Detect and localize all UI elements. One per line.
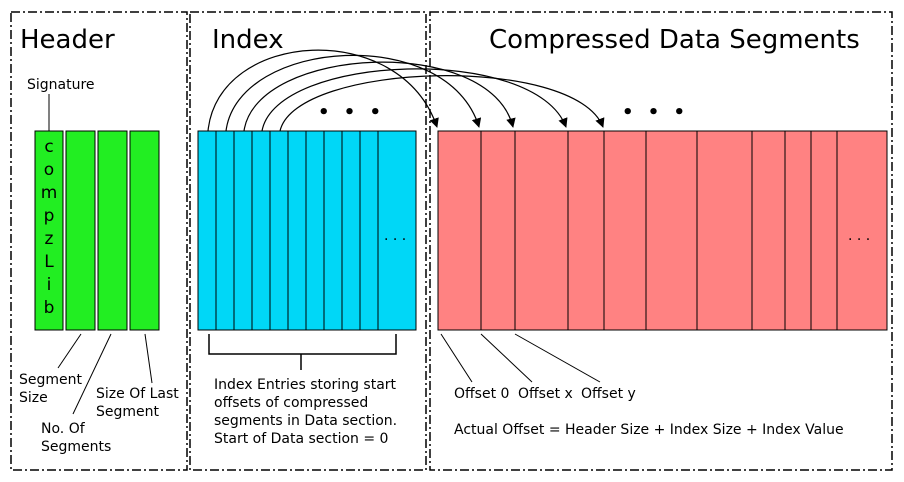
- index-entry-dividers: [215, 131, 379, 330]
- offset-0-label: Offset 0: [454, 386, 509, 402]
- size-of-last-segment-field: [129, 130, 160, 331]
- signature-letter: z: [45, 229, 54, 249]
- actual-offset-formula: Actual Offset = Header Size + Index Size…: [454, 422, 844, 438]
- index-section-title: Index: [212, 25, 284, 55]
- data-segment-dividers: [480, 131, 838, 330]
- index-top-ellipsis: • • •: [318, 102, 385, 123]
- size-of-last-segment-label-line2: Segment: [96, 404, 160, 420]
- offset-x-leader-line: [480, 333, 533, 383]
- signature-letter: b: [44, 298, 55, 318]
- size-of-last-segment-leader-line: [144, 333, 153, 384]
- pointer-arrow-2: [225, 54, 482, 132]
- data-section-frame: [429, 11, 893, 471]
- index-description-line2: offsets of compressed: [214, 395, 368, 411]
- header-section-frame: [10, 11, 188, 471]
- data-section-title: Compressed Data Segments: [489, 25, 860, 55]
- index-section-frame: [189, 11, 427, 471]
- signature-field: [34, 130, 64, 331]
- segment-size-label-line2: Size: [19, 390, 48, 406]
- data-block: [437, 130, 888, 331]
- data-inner-ellipsis: . . .: [848, 228, 870, 244]
- offset-y-leader-line: [514, 333, 601, 383]
- segment-size-field: [65, 130, 96, 331]
- offset-x-label: Offset x: [518, 386, 573, 402]
- no-of-segments-leader-line: [72, 333, 112, 415]
- pointer-arrow-5: [279, 75, 605, 132]
- no-of-segments-field: [97, 130, 128, 331]
- pointer-arrow-4: [261, 68, 568, 132]
- segment-size-label-line1: Segment: [19, 372, 83, 388]
- offset-0-leader-line: [440, 333, 473, 383]
- size-of-last-segment-label-line1: Size Of Last: [96, 386, 179, 402]
- pointer-arrow-3: [243, 61, 516, 132]
- signature-letter: c: [44, 137, 53, 157]
- no-of-segments-label-line2: Segments: [41, 439, 111, 455]
- data-top-ellipsis: • • •: [622, 102, 689, 123]
- header-section-title: Header: [20, 25, 115, 55]
- signature-letter: o: [44, 160, 54, 180]
- signature-letter: p: [44, 206, 55, 226]
- signature-letter: i: [47, 275, 52, 295]
- index-inner-ellipsis: . . .: [384, 228, 406, 244]
- pointer-arrow-1: [207, 49, 439, 132]
- segment-size-leader-line: [57, 333, 82, 369]
- index-entries-bracket: [208, 334, 397, 370]
- no-of-segments-label-line1: No. Of: [41, 421, 86, 437]
- header-fields: [34, 130, 160, 331]
- index-description-line3: segments in Data section.: [214, 413, 397, 429]
- index-to-data-arrows: [207, 49, 605, 132]
- signature-letter: L: [44, 252, 54, 272]
- index-description-line1: Index Entries storing start: [214, 377, 397, 393]
- offset-y-label: Offset y: [581, 386, 636, 402]
- signature-label: Signature: [27, 77, 95, 93]
- signature-letter: m: [41, 183, 58, 203]
- index-description-line4: Start of Data section = 0: [214, 431, 388, 447]
